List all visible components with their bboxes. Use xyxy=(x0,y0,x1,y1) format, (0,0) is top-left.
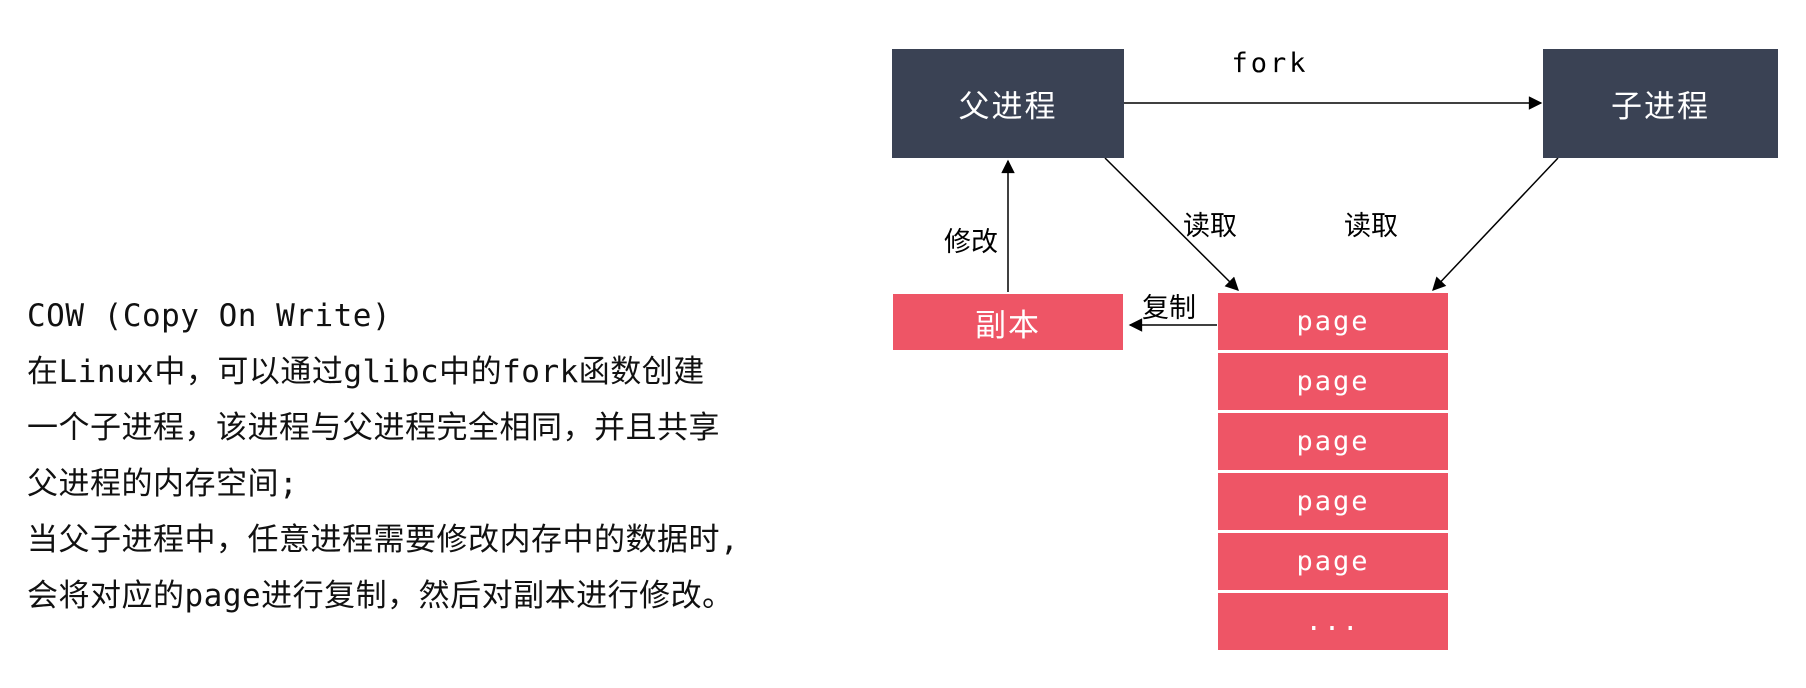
page-stack: page page page page page ... xyxy=(1218,293,1448,650)
copy-arrow-label: 复制 xyxy=(1142,293,1196,323)
page-cell: page xyxy=(1218,413,1448,470)
copy-box-label: 副本 xyxy=(975,307,1041,343)
note-line: 会将对应的page进行复制，然后对副本进行修改。 xyxy=(27,578,734,614)
page-cell: page xyxy=(1218,473,1448,530)
child-process-label: 子进程 xyxy=(1611,89,1710,124)
modify-arrow-label: 修改 xyxy=(944,227,998,257)
note-line: 在Linux中，可以通过glibc中的fork函数创建 xyxy=(27,354,705,390)
note-line: 父进程的内存空间; xyxy=(27,466,299,502)
parent-process-label: 父进程 xyxy=(958,89,1058,124)
note-line: 当父子进程中，任意进程需要修改内存中的数据时, xyxy=(27,522,740,558)
note-line-title: COW (Copy On Write) xyxy=(27,298,392,334)
parent-process-box: 父进程 xyxy=(892,49,1124,158)
page-cell: page xyxy=(1218,353,1448,410)
copy-box: 副本 xyxy=(893,294,1123,350)
note-line: 一个子进程，该进程与父进程完全相同，并且共享 xyxy=(27,410,720,446)
read-arrow-right-label: 读取 xyxy=(1344,211,1398,241)
fork-arrow-label: fork xyxy=(1231,48,1309,79)
page-cell: page xyxy=(1218,533,1448,590)
read-arrow-left-label: 读取 xyxy=(1183,211,1237,241)
page-cell: page xyxy=(1218,293,1448,350)
read-arrow-right xyxy=(1432,157,1559,291)
child-process-box: 子进程 xyxy=(1543,49,1778,158)
page-cell-ellipsis: ... xyxy=(1218,593,1448,650)
notes-text: COW (Copy On Write) 在Linux中，可以通过glibc中的f… xyxy=(27,288,807,624)
